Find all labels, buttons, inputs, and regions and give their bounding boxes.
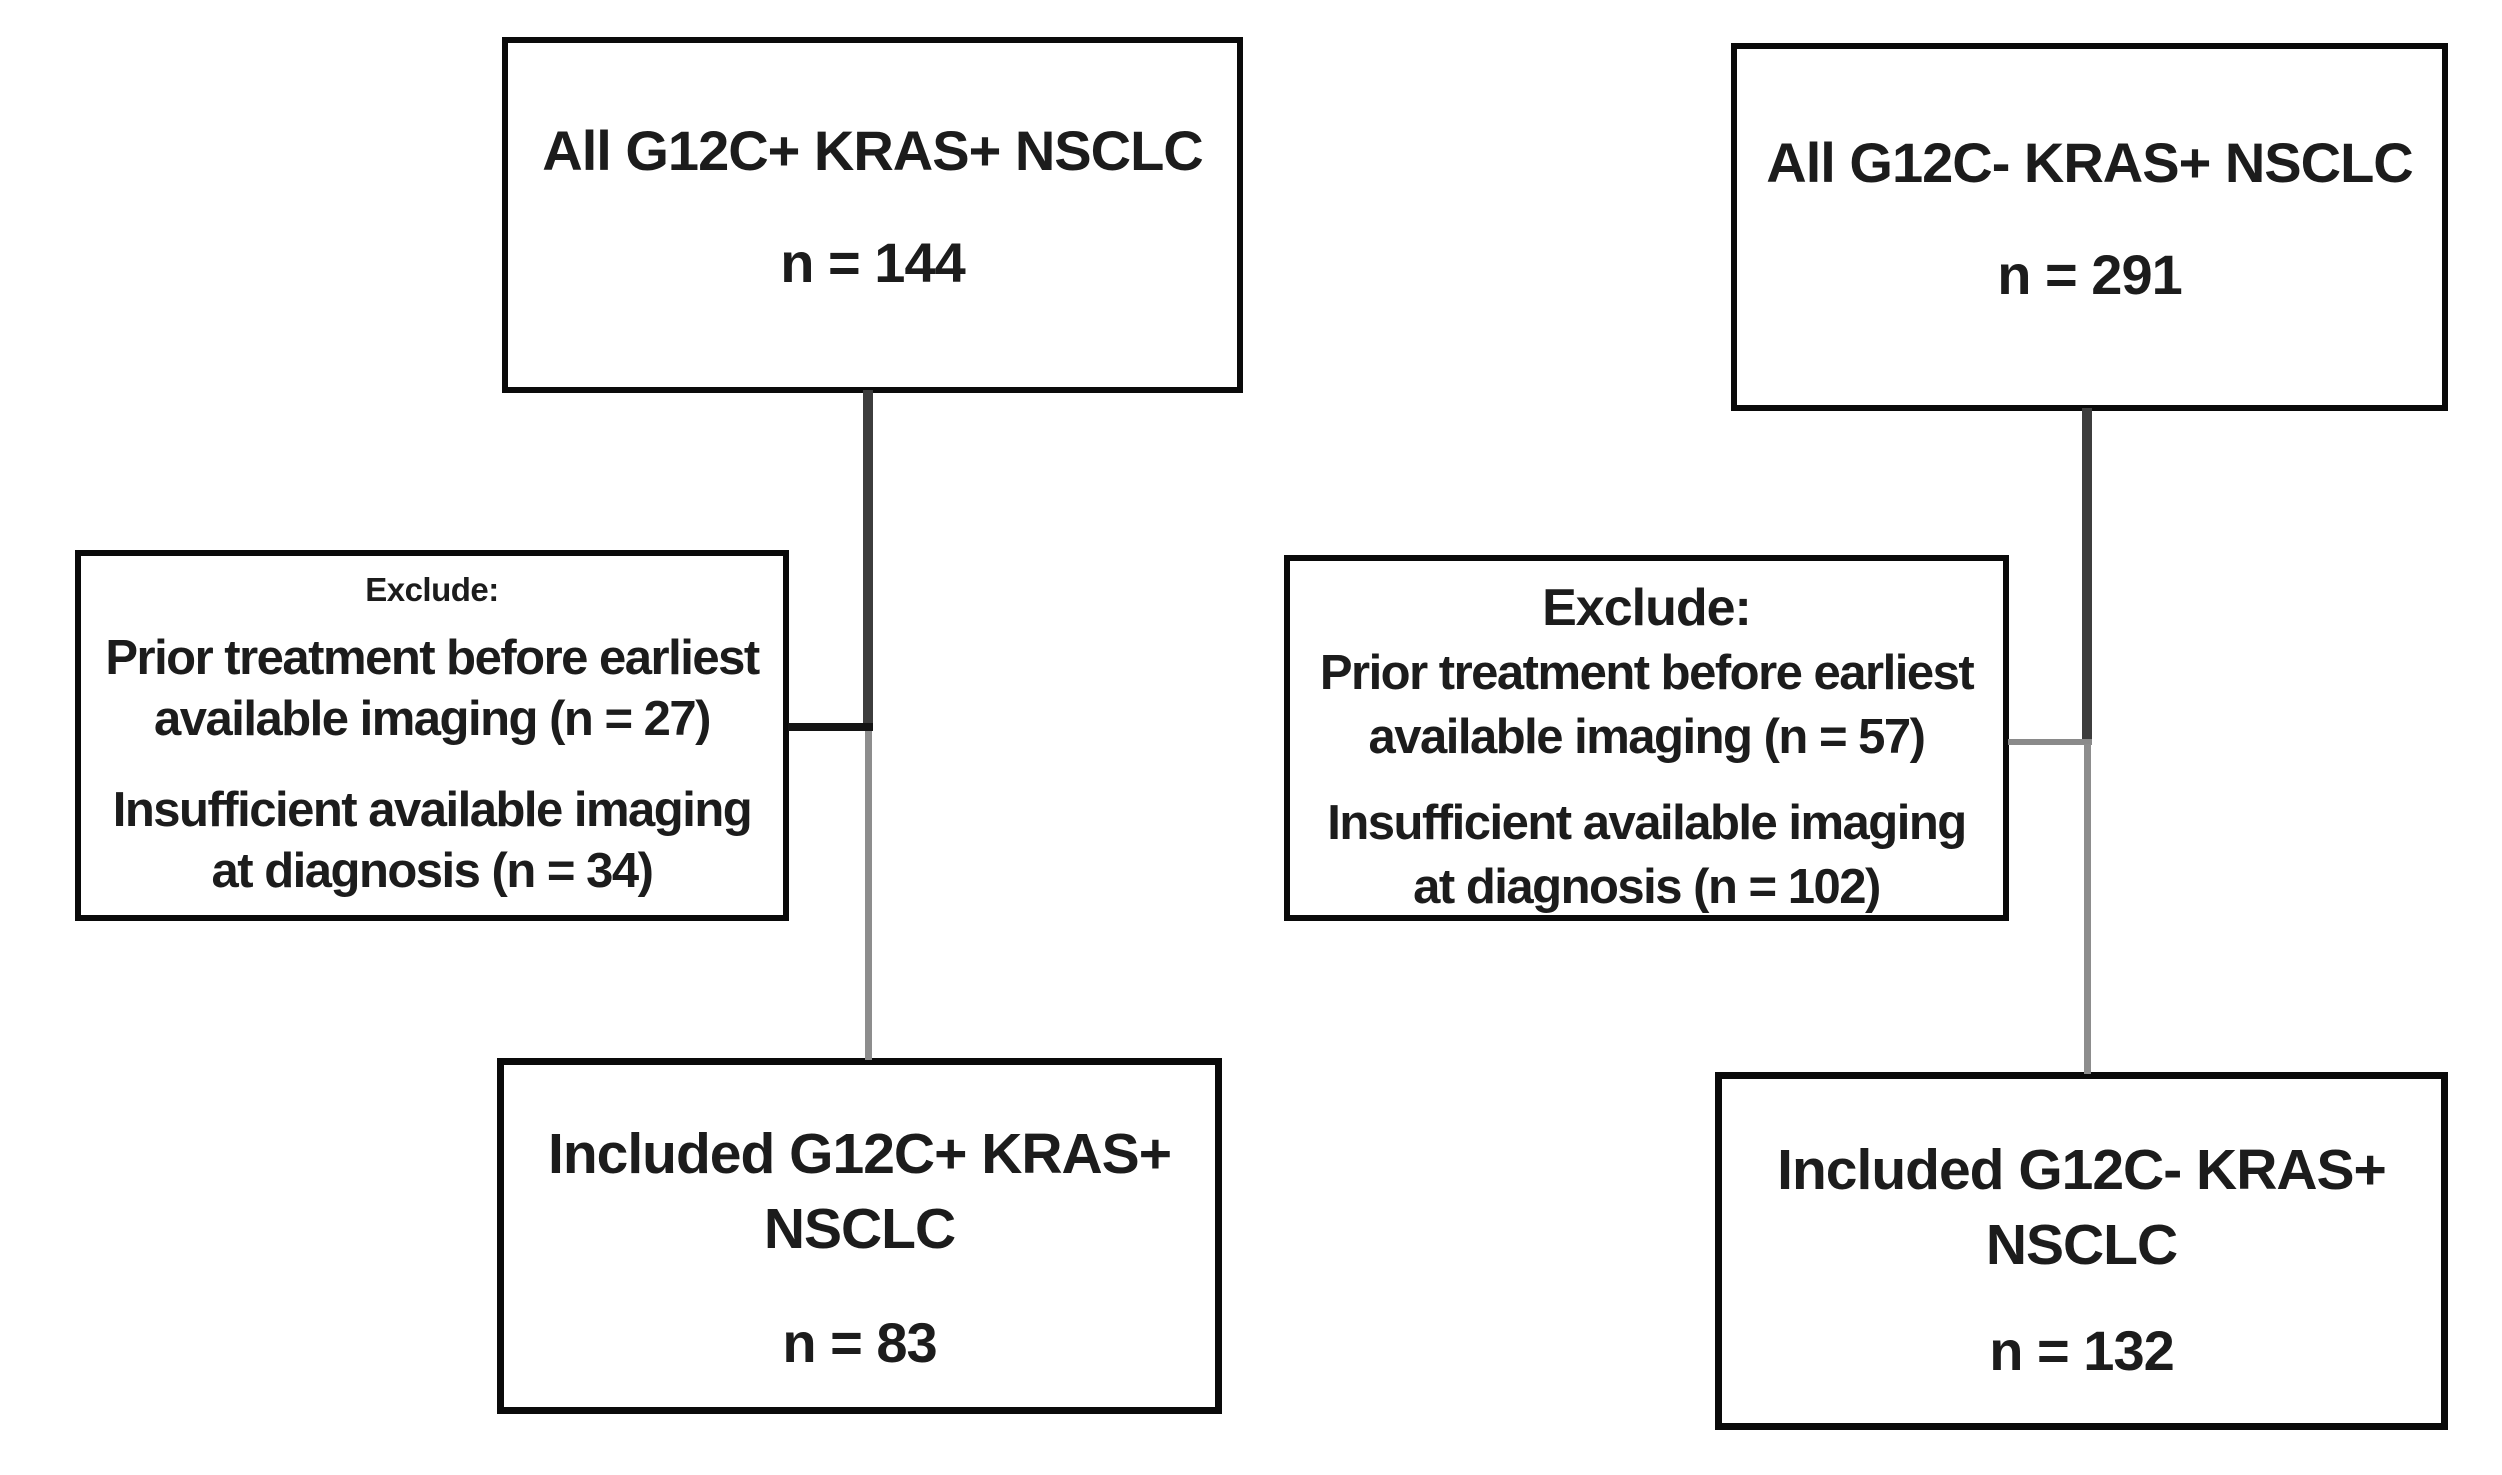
right-connector-vertical-upper <box>2082 408 2092 744</box>
exclude-heading: Exclude: <box>1542 579 1752 637</box>
exclude-item-line: Insufficient available imaging <box>112 783 753 837</box>
exclude-item-line: available imaging (n = 27) <box>153 692 712 746</box>
box-exclude-g12c-positive: Exclude: Prior treatment before earliest… <box>75 550 789 921</box>
right-connector-horizontal <box>2008 739 2092 745</box>
box-title: All G12C- KRAS+ NSCLC <box>1766 131 2413 194</box>
exclude-item-line: Prior treatment before earliest <box>1319 646 1975 700</box>
box-exclude-g12c-negative: Exclude: Prior treatment before earliest… <box>1284 555 2009 921</box>
exclude-item-line: at diagnosis (n = 34) <box>211 844 654 898</box>
exclude-item-insufficient-imaging: Insufficient available imaging at diagno… <box>112 780 753 902</box>
box-included-g12c-positive: Included G12C+ KRAS+ NSCLC n = 83 <box>497 1058 1222 1414</box>
box-count: n = 132 <box>1989 1319 2174 1382</box>
exclude-item-line: Prior treatment before earliest <box>105 631 760 685</box>
box-count: n = 291 <box>1997 243 2182 306</box>
exclude-item-insufficient-imaging: Insufficient available imaging at diagno… <box>1327 791 1967 919</box>
left-connector-vertical-lower <box>865 731 872 1060</box>
left-connector-vertical-upper <box>863 390 873 731</box>
box-all-g12c-negative: All G12C- KRAS+ NSCLC n = 291 <box>1731 43 2448 411</box>
left-connector-horizontal <box>788 723 873 731</box>
exclude-item-prior-treatment: Prior treatment before earliest availabl… <box>105 628 760 750</box>
right-connector-vertical-lower <box>2084 744 2091 1074</box>
box-included-g12c-negative: Included G12C- KRAS+ NSCLC n = 132 <box>1715 1072 2448 1430</box>
box-title-line: Included G12C+ KRAS+ <box>547 1122 1172 1186</box>
box-title: All G12C+ KRAS+ NSCLC <box>542 119 1203 182</box>
exclude-heading: Exclude: <box>365 571 499 608</box>
box-title-line: NSCLC <box>1985 1213 2178 1277</box>
box-count: n = 83 <box>782 1311 937 1374</box>
exclude-item-line: available imaging (n = 57) <box>1368 710 1926 764</box>
box-title-line: Included G12C- KRAS+ <box>1777 1138 2387 1202</box>
exclude-item-prior-treatment: Prior treatment before earliest availabl… <box>1319 641 1975 769</box>
exclude-item-line: Insufficient available imaging <box>1327 796 1967 850</box>
box-count: n = 144 <box>780 231 965 294</box>
box-title-line: NSCLC <box>763 1197 956 1261</box>
box-all-g12c-positive: All G12C+ KRAS+ NSCLC n = 144 <box>502 37 1243 393</box>
exclude-item-line: at diagnosis (n = 102) <box>1413 860 1881 914</box>
